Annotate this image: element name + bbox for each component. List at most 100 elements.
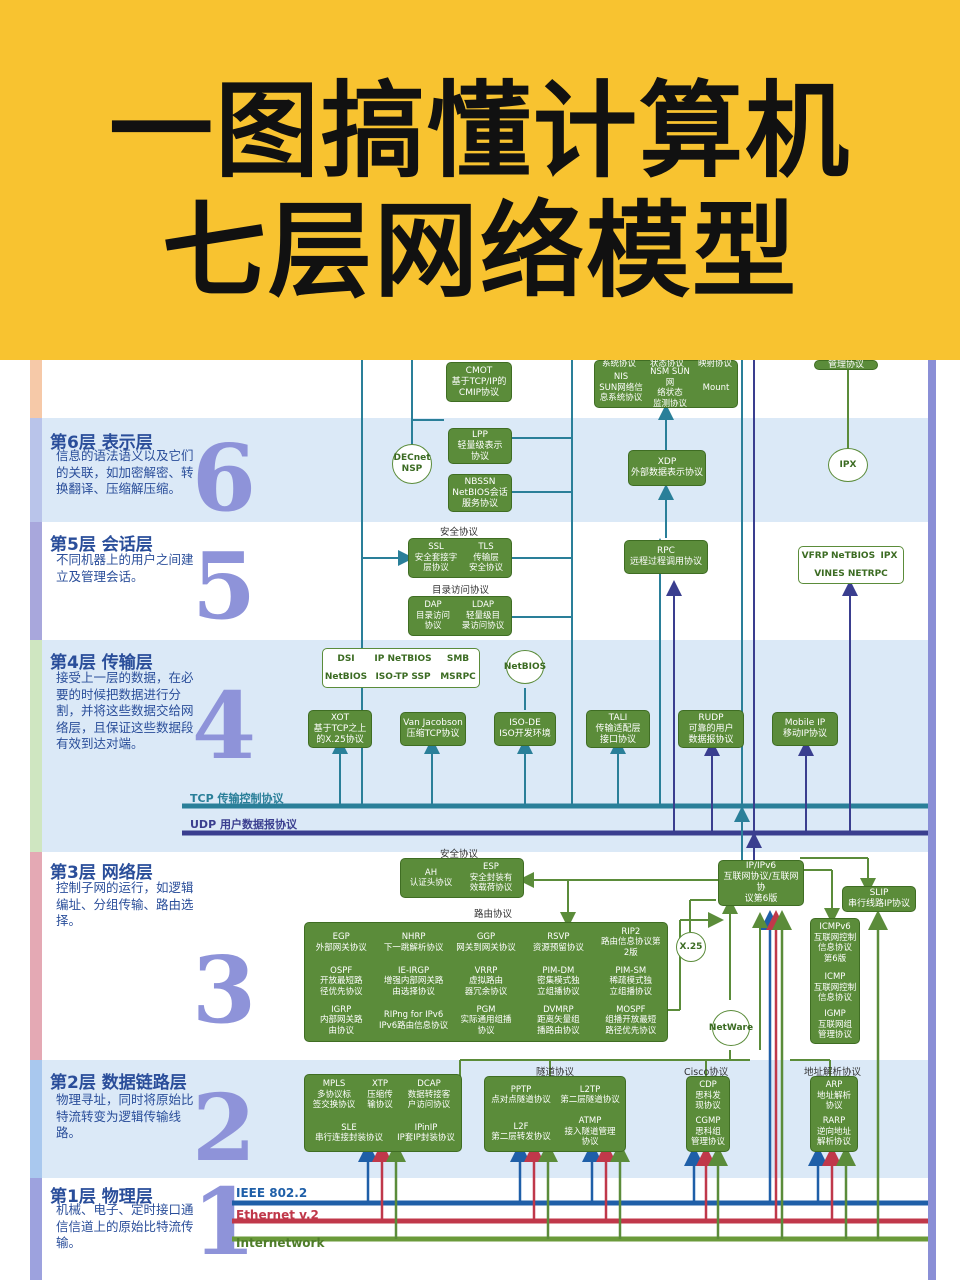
cell-msrpc: MSRPC (440, 672, 476, 682)
cell-ssl: SSL 安全套接字 层协议 (414, 542, 458, 574)
cell-nis: NIS SUN网络信 息系统协议 (599, 372, 643, 404)
cell-dap: DAP 目录访问 协议 (415, 600, 450, 632)
cell-ip-netbios: IP NeTBIOS (374, 654, 432, 664)
box-xot: XOT 基于TCP之上 的X.25协议 (308, 710, 372, 748)
box-xdp: XDP 外部数据表示协议 (628, 450, 706, 486)
bus-label-internetwork: Internetwork (236, 1236, 325, 1250)
layer-3-desc: 控制子网的运行，如逻辑编址、分组传输、路由选择。 (56, 880, 194, 928)
box-l7-group (594, 360, 738, 408)
connection-wires (182, 360, 928, 1242)
box-netbios-group (322, 648, 480, 688)
routing-cell-3: RSVP 资源预留协议 (532, 932, 584, 953)
box-isode: ISO-DE ISO开发环境 (494, 712, 556, 746)
label-directory: 目录访问协议 (432, 585, 490, 596)
box-ipv6: IP/IPv6 互联网协议/互联网协 议第6版 (718, 860, 804, 906)
cell-arp: ARP 地址解析 协议 (816, 1080, 851, 1112)
layer-2-title: 第2层 数据链路层 (50, 1073, 187, 1093)
bus-label-tcp: TCP 传输控制协议 (190, 792, 284, 805)
routing-cell-4: RIP2 路由信息协议第 2版 (601, 926, 661, 958)
box-arp-group (810, 1076, 858, 1152)
strip-4 (30, 640, 42, 852)
cell-mount: Mount (702, 382, 730, 393)
cell-dcap: DCAP 数据转接客 户访问协议 (407, 1079, 451, 1111)
strip-3 (30, 852, 42, 1060)
box-mgmt: 管理协议 (814, 360, 878, 370)
box-lpp: LPP 轻量级表示 协议 (448, 428, 512, 464)
cell-vfrp: VFRP (801, 551, 829, 561)
cell-igmp: IGMP 互联网组 管理协议 (817, 1009, 852, 1041)
layer-3-title: 第3层 网络层 (50, 863, 153, 883)
band-layer-1 (30, 1178, 930, 1280)
circle-decnet: DECnet NSP (392, 444, 432, 484)
box-vanj: Van Jacobson 压缩TCP协议 (400, 712, 466, 746)
box-rpc: RPC 远程过程调用协议 (624, 540, 708, 574)
label-addr: 地址解析协议 (804, 1067, 862, 1078)
circle-netbios: NetBIOS (504, 650, 546, 684)
cell-nsm: NSM SUN网 络状态 监测协议 (650, 367, 690, 409)
cell-esp: ESP 安全封装有 效载荷协议 (469, 862, 513, 894)
cell-vines-netrpc: VINES NETRPC (814, 569, 888, 579)
cell-atmp: ATMP 接入隧道管理 协议 (564, 1116, 616, 1148)
cell-icmp: ICMP 互联网控制 信息协议 (813, 972, 857, 1004)
cell-cgmp: CGMP 思科组 管理协议 (690, 1116, 725, 1148)
routing-cell-14: MOSPF 组播开放最短 路径优先协议 (605, 1004, 657, 1036)
cell-l2tp: L2TP 第二层隧道协议 (560, 1084, 620, 1106)
cell-vines-ipx: IPX (880, 551, 898, 561)
cell-vines-netbios: NeTBIOS (830, 551, 876, 561)
routing-cell-1: NHRP 下一跳解析协议 (383, 932, 444, 953)
layer-6-title: 第6层 表示层 (50, 433, 153, 453)
cell-icmpv6: ICMPv6 互联网控制 信息协议 第6版 (813, 922, 857, 964)
label-security-5: 安全协议 (440, 527, 479, 538)
routing-cell-11: RIPng for IPv6 IPv6路由信息协议 (379, 1010, 449, 1031)
routing-cell-7: VRRP 虚拟路由 器冗余协议 (464, 965, 508, 997)
layer-6-desc: 信息的语法语义以及它们的关联，如加密解密、转换翻译、压缩解压缩。 (56, 448, 194, 496)
box-mobileip: Mobile IP 移动IP协议 (772, 712, 838, 746)
routing-cell-0: EGP 外部网关协议 (315, 932, 367, 953)
routing-cell-9: PIM-SM 稀疏模式独 立组播协议 (609, 965, 653, 997)
title-line-1: 一图搞懂计算机 (108, 70, 851, 192)
cell-cdp: CDP 思科发 现协议 (695, 1080, 721, 1112)
box-nbssn: NBSSN NetBIOS会话 服务协议 (448, 474, 512, 512)
label-security-3: 安全协议 (440, 849, 479, 860)
routing-cell-10: IGRP 内部网关路 由协议 (319, 1004, 363, 1036)
box-slip: SLIP 串行线路IP协议 (842, 886, 916, 912)
strip-7 (30, 360, 42, 418)
layer-4-number: 4 (192, 672, 257, 780)
circle-x25: X.25 (676, 932, 706, 962)
box-link-group (304, 1074, 462, 1152)
title-banner: 一图搞懂计算机 七层网络模型 (0, 0, 960, 360)
label-cisco: Cisco协议 (684, 1067, 729, 1078)
cell-l7-top-1: 状态协议 (649, 358, 684, 369)
routing-cell-2: GGP 网关到网关协议 (456, 932, 516, 953)
strip-2 (30, 1060, 42, 1178)
layer-1-desc: 机械、电子、定时接口通信信道上的原始比特流传输。 (56, 1202, 194, 1250)
band-layer-4 (30, 640, 930, 852)
circle-netware: NetWare (709, 1010, 753, 1046)
layer-5-number: 5 (192, 532, 257, 640)
layer-4-desc: 接受上一层的数据，在必要的时候把数据进行分割，并将这些数据交给网络层，且保证这些… (56, 670, 194, 751)
strip-1 (30, 1178, 42, 1280)
cell-l7-top-0: 系统协议 (601, 358, 636, 369)
box-rudp: RUDP 可靠的用户 数据报协议 (678, 710, 744, 748)
bus-label-ieee: IEEE 802.2 (236, 1186, 308, 1200)
box-tunnel-group (484, 1076, 626, 1152)
label-tunnel: 隧道协议 (536, 1067, 575, 1078)
layer-5-desc: 不同机器上的用户之间建立及管理会话。 (56, 552, 194, 584)
box-ah-esp (400, 858, 524, 898)
box-cmot: CMOT 基于TCP/IP的 CMIP协议 (446, 362, 512, 402)
routing-cell-5: OSPF 开放最短路 径优先协议 (319, 965, 363, 997)
routing-cell-12: PGM 实际通用组播 协议 (460, 1004, 512, 1036)
strip-6 (30, 418, 42, 522)
box-tali: TALI 传输适配层 接口协议 (586, 710, 650, 748)
cell-tls: TLS 传输层 安全协议 (468, 542, 503, 574)
layer-3-number: 3 (192, 936, 257, 1044)
bus-label-ethernet: Ethernet v.2 (236, 1208, 319, 1222)
bus-label-udp: UDP 用户数据报协议 (190, 818, 297, 831)
cell-netbios: NetBIOS (324, 672, 368, 682)
label-routing: 路由协议 (474, 909, 513, 920)
cell-l7-top-2: 映射协议 (697, 358, 732, 369)
cell-dsi: DSI (337, 654, 355, 664)
layer-6-number: 6 (192, 424, 257, 532)
box-dap-ldap (408, 596, 512, 636)
cell-ipinip: IPinIP IP套IP封装协议 (397, 1122, 455, 1144)
